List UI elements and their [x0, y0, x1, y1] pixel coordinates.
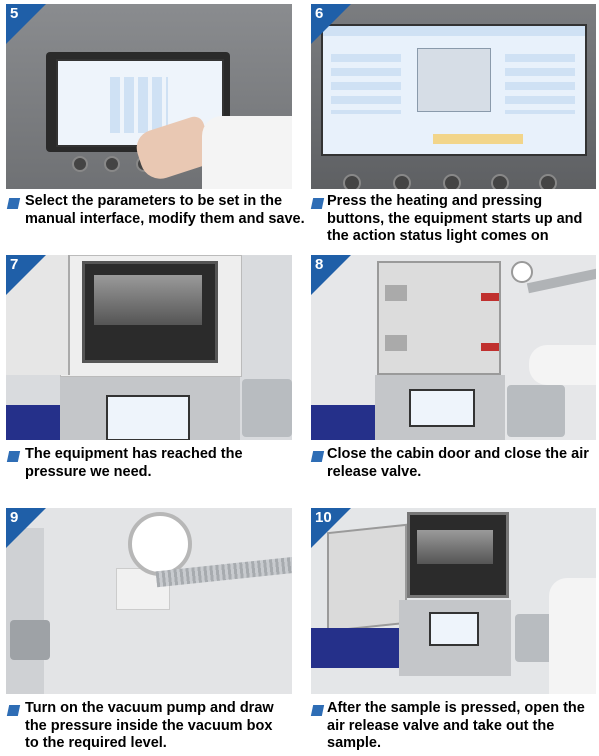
caption-bullet — [6, 451, 21, 462]
touch-screen — [409, 389, 475, 427]
step-number: 10 — [315, 509, 332, 526]
status-bar — [433, 134, 523, 144]
step-number: 9 — [10, 509, 19, 526]
pressure-gauge — [128, 512, 192, 576]
step-9-photo: 9 — [6, 508, 292, 694]
step-8-caption: Close the cabin door and close the air r… — [327, 446, 589, 480]
machine-side — [6, 528, 44, 694]
step-10-caption: After the sample is pressed, open the ai… — [327, 700, 585, 751]
door-clamp — [10, 620, 50, 660]
chamber-window — [417, 530, 493, 564]
panel-knob — [343, 174, 361, 189]
panel-knob — [104, 156, 120, 172]
chamber-window — [94, 275, 202, 325]
vacuum-pump — [242, 379, 292, 437]
step-6-caption: Press the heating and pressing buttons, … — [327, 193, 583, 244]
caption-bullet — [310, 451, 325, 462]
touch-screen — [429, 612, 479, 646]
keypad — [110, 77, 168, 133]
step-7-caption: The equipment has reached the pressure w… — [25, 446, 243, 480]
door-latch — [481, 293, 499, 301]
step-badge — [311, 4, 351, 44]
step-number: 5 — [10, 5, 19, 22]
door-hinge — [385, 335, 407, 351]
parameter-rows — [331, 54, 401, 114]
step-badge — [6, 4, 46, 44]
panel-knob — [443, 174, 461, 189]
step-number: 6 — [315, 5, 324, 22]
vacuum-pump — [507, 385, 565, 437]
step-8-photo: 8 — [311, 255, 596, 440]
step-10-photo: 10 — [311, 508, 596, 694]
step-5-photo: 5 — [6, 4, 292, 189]
screen-header — [323, 26, 585, 36]
caption-bullet — [6, 705, 21, 716]
floor-mat — [6, 405, 60, 440]
door-hinge — [385, 285, 407, 301]
step-badge — [311, 255, 351, 295]
closed-door — [377, 261, 501, 375]
panel-knob — [539, 174, 557, 189]
panel-knob — [393, 174, 411, 189]
operator-arm — [529, 345, 596, 385]
step-6-photo: 6 — [311, 4, 596, 189]
caption-bullet — [310, 198, 325, 209]
step-5-caption: Select the parameters to be set in the m… — [25, 193, 305, 227]
panel-knob — [72, 156, 88, 172]
operator — [549, 578, 596, 694]
sleeve — [202, 116, 292, 189]
floor-mat — [311, 405, 375, 440]
vacuum-hose — [526, 266, 596, 294]
door-latch — [481, 343, 499, 351]
step-badge — [6, 255, 46, 295]
step-7-photo: 7 — [6, 255, 292, 440]
touch-screen — [321, 24, 587, 156]
step-number: 7 — [10, 256, 19, 273]
pressure-gauge — [511, 261, 533, 283]
step-number: 8 — [315, 256, 324, 273]
parameter-rows — [505, 54, 575, 114]
caption-bullet — [6, 198, 21, 209]
press-diagram — [417, 48, 491, 112]
caption-bullet — [310, 705, 325, 716]
touch-screen — [106, 395, 190, 440]
step-badge — [311, 508, 351, 548]
floor-mat — [311, 628, 399, 668]
step-badge — [6, 508, 46, 548]
step-9-caption: Turn on the vacuum pump and draw the pre… — [25, 700, 274, 751]
panel-knob — [491, 174, 509, 189]
